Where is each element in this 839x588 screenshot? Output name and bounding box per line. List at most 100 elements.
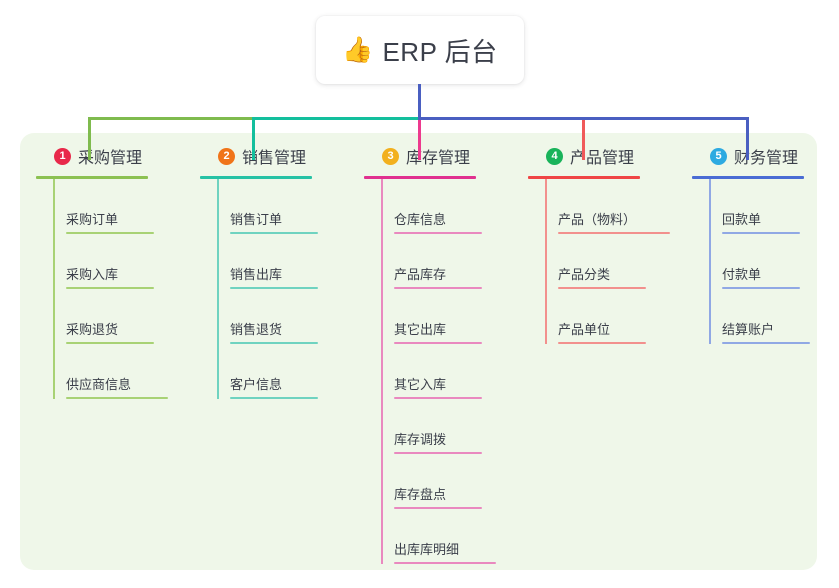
branch-label: 仓库信息 (394, 212, 447, 227)
branch-rule (230, 287, 318, 289)
branch-rule (230, 342, 318, 344)
drop-line-1 (88, 117, 91, 160)
branch-item[interactable]: 产品单位 (528, 289, 670, 344)
branch-rule (722, 342, 810, 344)
column-stem-5 (709, 179, 711, 344)
column-badge-2: 2 (218, 147, 235, 165)
column-title-2: 销售管理 (242, 150, 307, 167)
branch-rule (394, 562, 496, 564)
branch-label: 产品（物料） (558, 212, 637, 227)
branch-rule (66, 342, 154, 344)
branch-rule (558, 287, 646, 289)
branch-rule (394, 287, 482, 289)
column-title-4: 产品管理 (570, 150, 635, 167)
column-stem-3 (381, 179, 383, 564)
column-header-2[interactable]: 2 销售管理 (200, 143, 318, 169)
branch-rule (66, 287, 154, 289)
column-header-3[interactable]: 3 库存管理 (364, 143, 496, 169)
branch-label: 采购退货 (66, 322, 119, 337)
branch-item[interactable]: 采购退货 (36, 289, 168, 344)
branch-rule (394, 232, 482, 234)
branch-rule (722, 232, 800, 234)
column-badge-1: 1 (54, 147, 71, 165)
branch-item[interactable]: 客户信息 (200, 344, 318, 399)
branch-item[interactable]: 销售出库 (200, 234, 318, 289)
branch-rule (230, 232, 318, 234)
branch-item[interactable]: 结算账户 (692, 289, 810, 344)
column-header-1[interactable]: 1 采购管理 (36, 143, 168, 169)
branch-item[interactable]: 产品库存 (364, 234, 496, 289)
branch-rule (66, 397, 168, 399)
branch-item[interactable]: 产品分类 (528, 234, 670, 289)
bus-segment-blue (418, 117, 749, 120)
column-title-3: 库存管理 (406, 150, 471, 167)
column-header-rule-3 (364, 176, 476, 179)
column-header-rule-2 (200, 176, 312, 179)
column-header-rule-1 (36, 176, 148, 179)
branch-item[interactable]: 仓库信息 (364, 179, 496, 234)
branch-item[interactable]: 产品（物料） (528, 179, 670, 234)
drop-line-3 (418, 117, 421, 160)
branch-label: 供应商信息 (66, 377, 132, 392)
branch-item[interactable]: 付款单 (692, 234, 810, 289)
drop-line-4 (582, 117, 585, 160)
branch-item[interactable]: 其它入库 (364, 344, 496, 399)
branch-item[interactable]: 供应商信息 (36, 344, 168, 399)
branch-rule (394, 452, 482, 454)
column-3: 3 库存管理仓库信息产品库存其它出库其它入库库存调拨库存盘点出库库明细 (364, 143, 496, 564)
branch-list-2: 销售订单销售出库销售退货客户信息 (200, 179, 318, 399)
branch-label: 产品库存 (394, 267, 447, 282)
branch-list-3: 仓库信息产品库存其它出库其它入库库存调拨库存盘点出库库明细 (364, 179, 496, 564)
branch-label: 出库库明细 (394, 542, 460, 557)
branch-item[interactable]: 采购订单 (36, 179, 168, 234)
root-node-title: ERP 后台 (382, 36, 498, 67)
column-2: 2 销售管理销售订单销售出库销售退货客户信息 (200, 143, 318, 399)
branch-rule (394, 507, 482, 509)
branch-label: 库存调拨 (394, 432, 447, 447)
column-badge-3: 3 (382, 147, 399, 165)
column-title-1: 采购管理 (78, 150, 143, 167)
branch-rule (558, 232, 670, 234)
branch-label: 销售退货 (230, 322, 283, 337)
branch-rule (230, 397, 318, 399)
branch-label: 产品单位 (558, 322, 611, 337)
branch-label: 其它入库 (394, 377, 447, 392)
branch-label: 付款单 (722, 267, 762, 282)
branch-item[interactable]: 其它出库 (364, 289, 496, 344)
column-1: 1 采购管理采购订单采购入库采购退货供应商信息 (36, 143, 168, 399)
branch-item[interactable]: 销售订单 (200, 179, 318, 234)
branch-item[interactable]: 出库库明细 (364, 509, 496, 564)
branch-rule (558, 342, 646, 344)
branch-label: 其它出库 (394, 322, 447, 337)
drop-line-5 (746, 117, 749, 160)
root-stem-line (418, 84, 421, 120)
column-header-rule-5 (692, 176, 804, 179)
bus-segment-green (88, 117, 255, 120)
branch-item[interactable]: 库存调拨 (364, 399, 496, 454)
branch-label: 采购入库 (66, 267, 119, 282)
column-header-rule-4 (528, 176, 640, 179)
branch-rule (66, 232, 154, 234)
branch-rule (394, 342, 482, 344)
branch-label: 销售订单 (230, 212, 283, 227)
branch-rule (722, 287, 800, 289)
branch-list-4: 产品（物料） 产品分类产品单位 (528, 179, 670, 344)
branch-item[interactable]: 回款单 (692, 179, 810, 234)
branch-label: 客户信息 (230, 377, 283, 392)
branch-item[interactable]: 库存盘点 (364, 454, 496, 509)
column-title-5: 财务管理 (734, 150, 799, 167)
branch-item[interactable]: 销售退货 (200, 289, 318, 344)
thumbs-up-icon: 👍 (342, 35, 374, 64)
column-stem-2 (217, 179, 219, 399)
root-node-card[interactable]: 👍 ERP 后台 (316, 16, 524, 84)
branch-list-1: 采购订单采购入库采购退货供应商信息 (36, 179, 168, 399)
drop-line-2 (252, 117, 255, 160)
column-stem-1 (53, 179, 55, 399)
branch-label: 结算账户 (722, 322, 775, 337)
branch-item[interactable]: 采购入库 (36, 234, 168, 289)
